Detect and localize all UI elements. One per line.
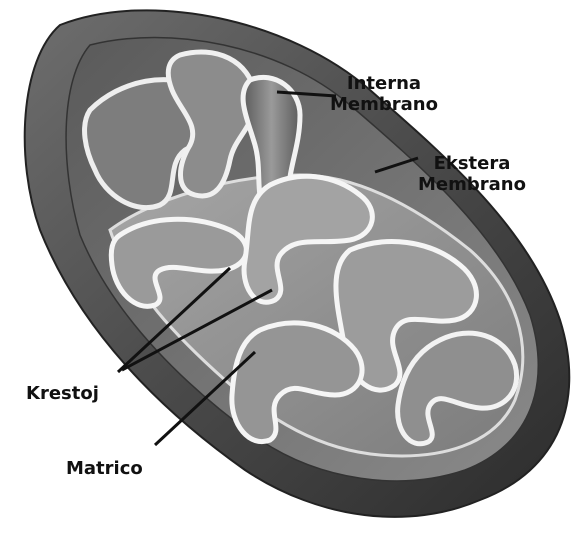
label-outer-membrane-line2: Membrano xyxy=(418,174,526,195)
label-inner-membrane: Interna Membrano xyxy=(330,73,438,115)
label-inner-membrane-line2: Membrano xyxy=(330,94,438,115)
label-matrix: Matrico xyxy=(66,458,143,479)
label-outer-membrane-line1: Ekstera xyxy=(418,153,526,174)
label-outer-membrane: Ekstera Membrano xyxy=(418,153,526,195)
label-inner-membrane-line1: Interna xyxy=(330,73,438,94)
label-cristae: Krestoj xyxy=(26,383,99,404)
